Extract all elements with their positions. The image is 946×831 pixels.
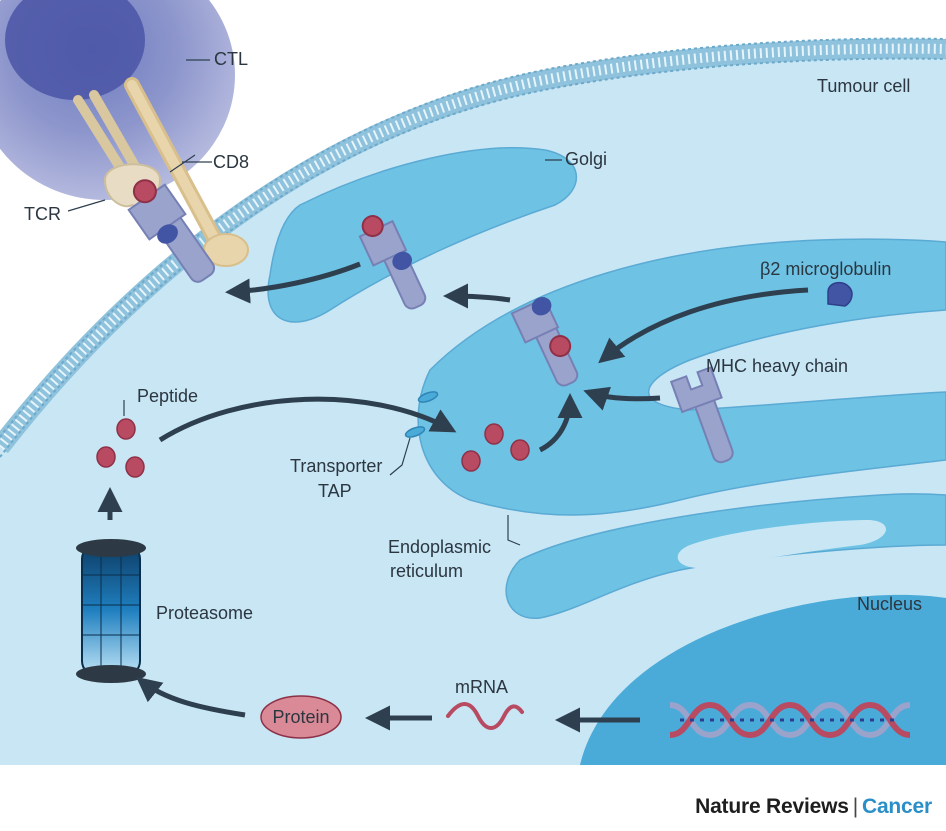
- arrow-b2m: [598, 287, 809, 364]
- leader-lines: [67, 59, 562, 546]
- journal-name: Nature Reviews: [695, 795, 849, 818]
- mrna-strand: [446, 702, 524, 730]
- pathway-arrows: [97, 261, 809, 733]
- label-cd8: CD8: [213, 152, 249, 172]
- label-tcr: TCR: [24, 204, 61, 224]
- journal-credit: Nature Reviews|Cancer: [695, 795, 932, 819]
- proteasome-cap-bottom: [76, 665, 146, 683]
- arrow-golgi-to-membrane: [225, 261, 361, 304]
- b2m-free: [827, 281, 853, 307]
- label-mrna: mRNA: [455, 677, 508, 697]
- label-er-line1: Endoplasmic: [388, 537, 491, 557]
- mhc-complex-er: [510, 296, 579, 387]
- golgi: [267, 147, 578, 323]
- protein-blob: [260, 695, 342, 739]
- b2m-subunit: [157, 224, 178, 244]
- proteasome-cap-top: [76, 539, 146, 557]
- mhc-complex-golgi: [358, 215, 427, 310]
- journal-separator: |: [852, 795, 858, 818]
- label-proteasome: Proteasome: [156, 603, 253, 623]
- journal-section: Cancer: [861, 795, 932, 818]
- tap-transporter: [404, 391, 439, 438]
- tcr-receptor: [73, 90, 162, 208]
- label-mhc-heavy-chain: MHC heavy chain: [706, 356, 848, 376]
- proteasome: [76, 539, 146, 683]
- ctl-cell: [0, 0, 235, 200]
- label-nucleus: Nucleus: [857, 594, 922, 614]
- arrow-peptide-loading: [538, 393, 583, 453]
- arrow-er-to-golgi: [443, 283, 511, 309]
- arrow-heavy-chain: [583, 386, 661, 411]
- label-ctl: CTL: [214, 49, 248, 69]
- arrow-peptide-to-er: [158, 396, 457, 443]
- label-peptide: Peptide: [137, 386, 198, 406]
- label-tumour-cell: Tumour cell: [817, 76, 910, 96]
- mhc-complex-surface: [127, 179, 216, 283]
- peptides: [96, 418, 530, 478]
- label-b2m: β2 microglobulin: [760, 259, 891, 279]
- label-er-line2: reticulum: [390, 561, 463, 581]
- cell-membrane: [0, 37, 946, 458]
- label-transporter-line2: TAP: [318, 481, 352, 501]
- label-protein: Protein: [272, 707, 329, 727]
- mhc-heavy-chain-free: [669, 366, 734, 464]
- label-golgi: Golgi: [565, 149, 607, 169]
- label-transporter-line1: Transporter: [290, 456, 382, 476]
- arrow-protein-to-proteasome: [136, 676, 246, 718]
- ctl-nucleus: [5, 0, 145, 100]
- peptide-bound: [132, 179, 157, 204]
- dna-helix: [669, 701, 911, 739]
